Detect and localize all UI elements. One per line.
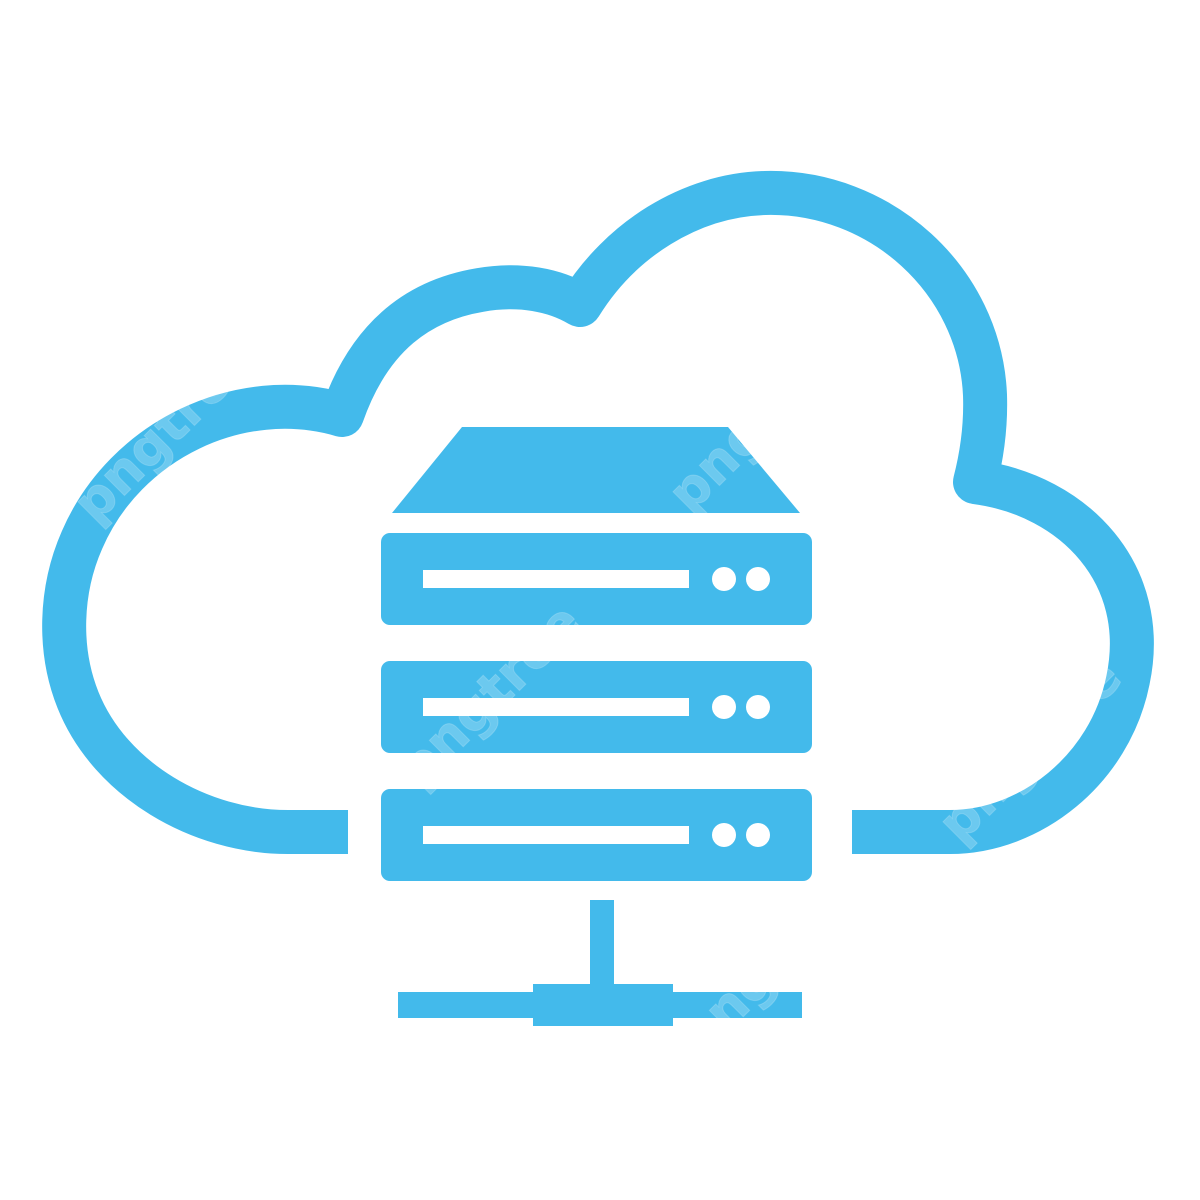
- server-top-icon: [392, 427, 800, 513]
- server-status-light-icon: [746, 695, 770, 719]
- cloud-outline-icon: [42, 170, 1154, 854]
- server-status-light-icon: [746, 567, 770, 591]
- network-hub: [533, 984, 673, 1026]
- server-drive-slot: [423, 826, 689, 844]
- network-stem: [590, 900, 614, 992]
- server-drive-slot: [423, 570, 689, 588]
- network-connector-icon: [398, 900, 802, 1026]
- watermark-text: pngtree: [667, 862, 874, 1069]
- server-status-light-icon: [746, 823, 770, 847]
- server-rack-icon: [381, 533, 812, 881]
- server-status-light-icon: [712, 567, 736, 591]
- server-status-light-icon: [712, 695, 736, 719]
- server-drive-slot: [423, 698, 689, 716]
- server-status-light-icon: [712, 823, 736, 847]
